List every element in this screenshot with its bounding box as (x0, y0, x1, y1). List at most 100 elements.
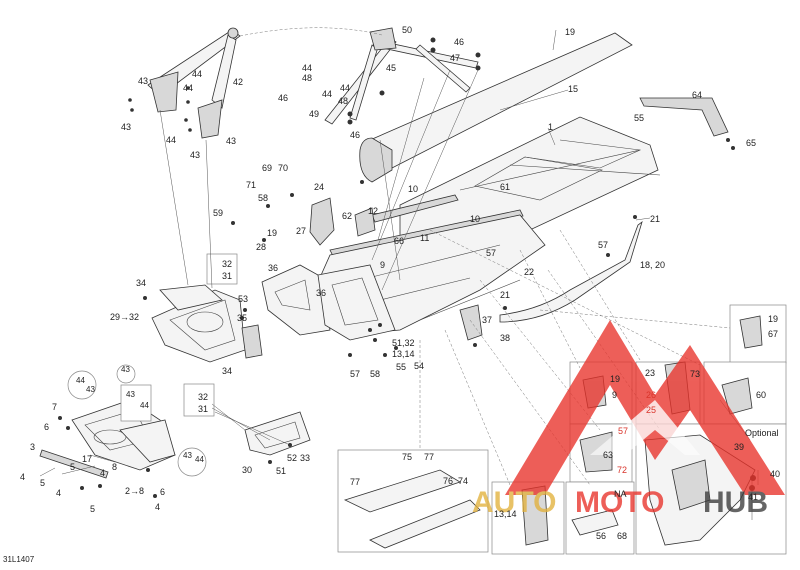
callout-73: 73 (690, 369, 700, 379)
callout-48: 48 (302, 73, 312, 83)
watermark-text-moto: MOTO (575, 486, 664, 519)
callout-35: 35 (237, 313, 247, 323)
tunnel-cover-front-curl (359, 137, 393, 183)
callout-7: 7 (52, 402, 57, 412)
support-bracket-30 (244, 411, 311, 456)
callout-57: 57 (486, 248, 496, 258)
callout-68: 68 (617, 531, 627, 541)
callout-9: 9 (380, 260, 385, 270)
callout-48: 48 (338, 96, 348, 106)
callout-64: 64 (692, 90, 702, 100)
upper-steering-support (147, 27, 241, 139)
column-frame-left (261, 264, 331, 336)
bracket-62 (354, 207, 376, 237)
callout-4: 4 (20, 472, 25, 482)
callout-13-14: 13,14 (392, 349, 415, 359)
callout-19: 19 (768, 314, 778, 324)
callout-58: 58 (370, 369, 380, 379)
callout-56: 56 (596, 531, 606, 541)
skid-plate-assembly (39, 399, 176, 479)
callout-28: 28 (256, 242, 266, 252)
callout-43: 43 (121, 365, 130, 374)
callout-41: 41 (748, 492, 758, 502)
callout-21: 21 (650, 214, 660, 224)
bumper-bracket-35 (241, 324, 263, 359)
bracket-37 (459, 304, 483, 341)
callout-3: 3 (30, 442, 35, 452)
skid-bar (39, 449, 109, 479)
callout-8: 8 (112, 462, 117, 472)
steering-bracket-24 (309, 197, 335, 246)
callout-62: 62 (342, 211, 352, 221)
callout-54: 54 (414, 361, 424, 371)
running-board-rod (499, 220, 643, 323)
callout-11: 11 (420, 233, 429, 243)
callout-40: 40 (770, 469, 780, 479)
callout-23: 23 (645, 368, 655, 378)
callout-31: 31 (198, 404, 208, 414)
watermark-logo-mark (505, 320, 785, 495)
callout-55: 55 (396, 362, 406, 372)
detail-box-32-31-top (206, 253, 238, 285)
callout-60: 60 (756, 390, 766, 400)
steering-rods (324, 27, 479, 125)
callout-61: 61 (500, 182, 510, 192)
callout-66: 66 (394, 236, 404, 246)
callout-43: 43 (121, 122, 131, 132)
callout-63: 63 (603, 450, 613, 460)
callout-57: 57 (598, 240, 608, 250)
callout-12: 12 (368, 206, 378, 216)
callout-69: 69 (262, 163, 272, 173)
callout-27: 27 (296, 226, 306, 236)
mount-left (149, 71, 179, 113)
callout-53: 53 (238, 294, 248, 304)
side-rail-upper (371, 194, 459, 223)
detail-circle-43 (116, 364, 136, 384)
callout-46: 46 (278, 93, 288, 103)
callout-42: 42 (233, 77, 243, 87)
callout-44: 44 (76, 376, 85, 385)
callout-19: 19 (610, 374, 620, 384)
watermark: AUTO MOTO HUB (472, 320, 785, 519)
diagram-code: 31L1407 (3, 555, 35, 564)
callout-57: 57 (350, 369, 360, 379)
callout-30: 30 (242, 465, 252, 475)
callout-18-20: 18, 20 (640, 260, 665, 270)
callout-26: 26 (646, 390, 656, 400)
detail-circle-44-43 (67, 370, 97, 400)
callout-31: 31 (222, 271, 232, 281)
callout-67: 67 (768, 329, 778, 339)
callout-44: 44 (166, 135, 176, 145)
callout-65: 65 (746, 138, 756, 148)
callout-9: 9 (612, 390, 617, 400)
callout-range-2-8: 2→8 (125, 486, 144, 496)
callout-19: 19 (267, 228, 277, 238)
callout-19: 19 (565, 27, 575, 37)
callout-43: 43 (226, 136, 236, 146)
callout-4: 4 (155, 502, 160, 512)
watermark-text-auto: AUTO (472, 486, 556, 519)
callout-33: 33 (300, 453, 310, 463)
callout-70: 70 (278, 163, 288, 173)
callout-44: 44 (322, 89, 332, 99)
callout-36: 36 (268, 263, 278, 273)
callout-5: 5 (90, 504, 95, 514)
callout-22: 22 (524, 267, 534, 277)
callout-77: 77 (424, 452, 434, 462)
watermark-text-hub: HUB (703, 486, 768, 519)
callout-43: 43 (190, 150, 200, 160)
callout-71: 71 (246, 180, 256, 190)
callout-59: 59 (213, 208, 223, 218)
callout-5: 5 (40, 478, 45, 488)
callout-10: 10 (408, 184, 418, 194)
callout-44: 44 (183, 83, 193, 93)
callout-range-29-32: 29→32 (110, 312, 139, 322)
detail-box-32-31-bottom (183, 383, 215, 417)
callout-75: 75 (402, 452, 412, 462)
leader-lines (39, 27, 759, 520)
callout-51-32: 51,32 (392, 338, 415, 348)
callout-43: 43 (126, 390, 135, 399)
callout-6: 6 (44, 422, 49, 432)
callout-43: 43 (183, 451, 192, 460)
callout-4: 4 (56, 488, 61, 498)
